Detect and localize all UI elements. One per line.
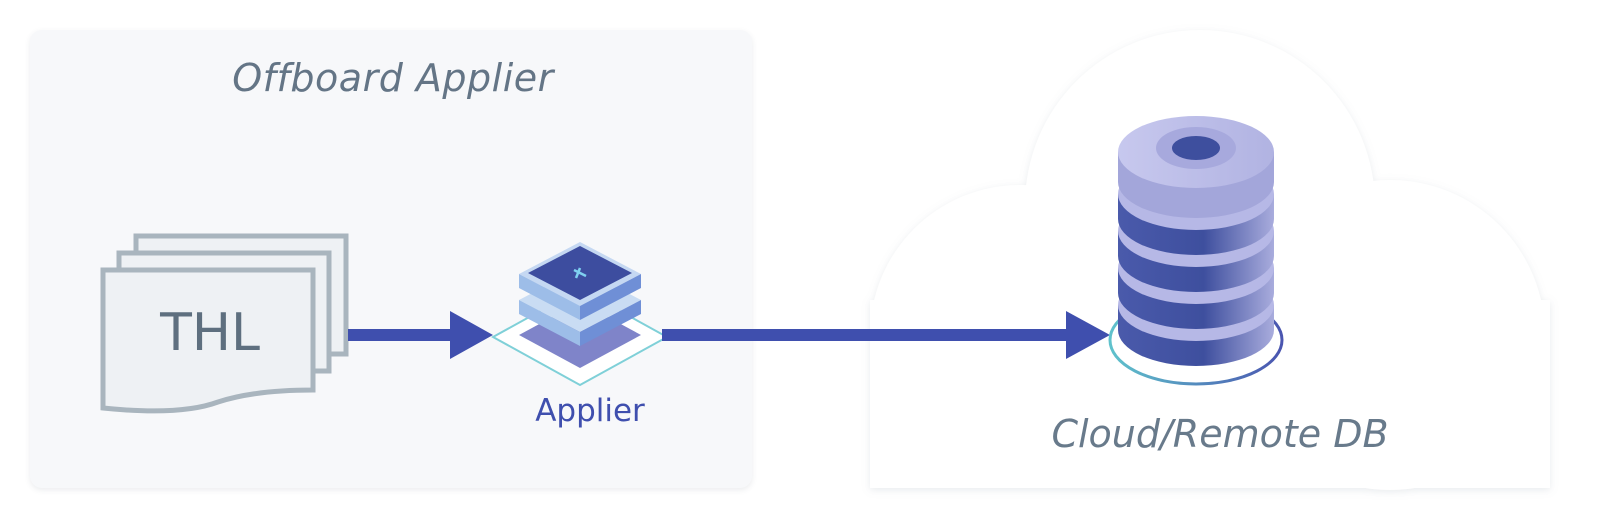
arrow-thl-to-applier <box>348 311 493 359</box>
applier-label: Applier <box>535 393 645 429</box>
panel-title: Offboard Applier <box>232 56 554 100</box>
applier-chip-icon <box>490 242 670 387</box>
thl-label: THL <box>160 303 260 363</box>
database-icon <box>1108 116 1284 386</box>
db-label: Cloud/Remote DB <box>1051 412 1389 456</box>
arrow-applier-to-db <box>662 311 1110 359</box>
document-stack-icon <box>100 233 349 414</box>
